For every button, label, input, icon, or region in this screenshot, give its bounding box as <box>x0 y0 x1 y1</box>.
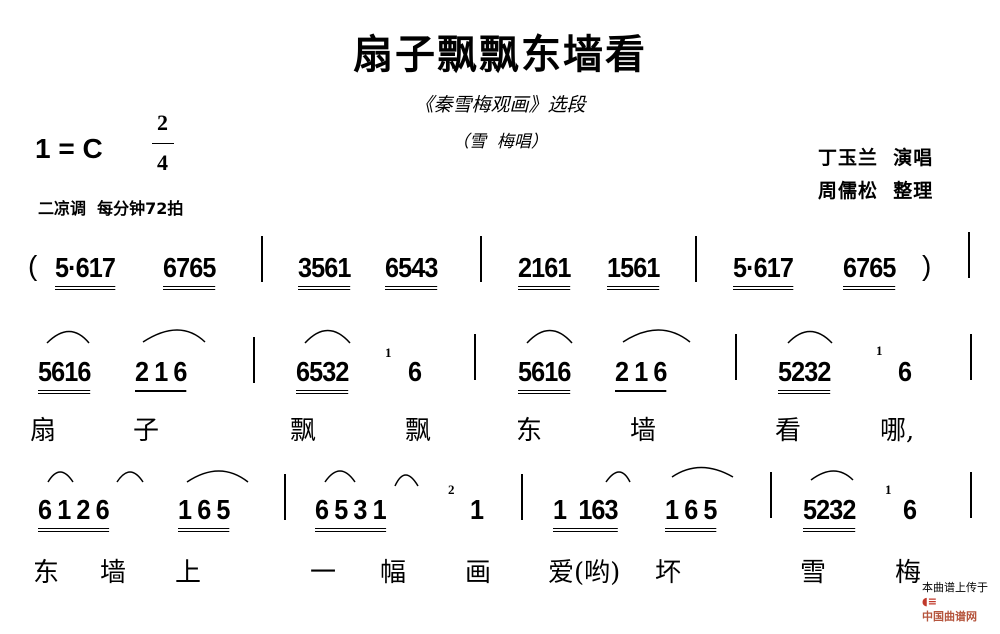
note-group: 5·617 <box>733 252 794 290</box>
barline <box>695 236 697 282</box>
brand-logo-icon: ◖≡ <box>922 595 938 608</box>
lyric: 幅 <box>380 558 407 588</box>
key-signature: 1 = C <box>35 133 103 164</box>
lyric: 子 <box>133 416 160 446</box>
brand-link[interactable]: 中国曲谱网 <box>922 610 977 623</box>
lyric: 扇 <box>30 416 57 446</box>
lyric: 看 <box>775 416 802 446</box>
slur <box>787 330 833 344</box>
note-group: 5232 <box>803 494 856 532</box>
note-group: 2 1 6 <box>615 356 667 392</box>
grace-note: 1 <box>385 345 392 360</box>
barline <box>735 334 737 380</box>
slur <box>46 330 90 344</box>
lyric: 东 <box>516 416 543 446</box>
lyric: 画 <box>465 558 492 588</box>
barline <box>970 472 972 518</box>
note-group: 1 6 5 <box>178 494 230 532</box>
lyric: 爱(哟) <box>548 558 621 588</box>
time-signature-bottom: 4 <box>157 150 168 175</box>
lyric: 一 <box>310 558 337 588</box>
time-signature-top: 2 <box>157 110 168 135</box>
slur <box>186 470 249 483</box>
singer-role: （雪 梅唱） <box>452 132 548 152</box>
note: 6 <box>903 494 917 525</box>
note-group: 6765 <box>163 252 216 290</box>
song-title: 扇子飘飘东墙看 <box>353 31 647 78</box>
note-group: 6 5 3 1 <box>315 494 387 532</box>
note-group: 5616 <box>38 356 91 394</box>
barline <box>968 232 970 278</box>
note-group: 2161 <box>518 252 571 290</box>
slur <box>605 471 631 483</box>
lyric: 墙 <box>630 416 657 446</box>
note-group: 6765 <box>843 252 896 290</box>
grace-note: 1 <box>885 482 892 497</box>
slur <box>116 471 144 483</box>
lyric: 墙 <box>100 558 127 588</box>
note: 6 <box>898 356 912 387</box>
barline <box>970 334 972 380</box>
barline <box>284 474 286 520</box>
note: 6 <box>408 356 422 387</box>
slur <box>142 329 206 343</box>
slur <box>671 466 734 478</box>
note-group: 1 163 <box>553 494 619 532</box>
barline <box>474 334 476 380</box>
time-signature-line <box>152 143 174 144</box>
barline <box>261 236 263 282</box>
arranger-credit: 周儒松 整理 <box>818 180 934 202</box>
note-group: 6 1 2 6 <box>38 494 110 532</box>
note-group: 6543 <box>385 252 438 290</box>
lyric: 飘 <box>405 416 432 446</box>
lyric: 东 <box>33 558 60 588</box>
subtitle: 《秦雪梅观画》选段 <box>414 94 586 116</box>
slur <box>622 329 691 343</box>
note-group: 1561 <box>607 252 660 290</box>
grace-note: 2 <box>448 482 455 497</box>
slur <box>304 329 351 344</box>
barline <box>253 337 255 383</box>
lyric: 上 <box>175 558 202 588</box>
close-paren: ) <box>922 250 932 281</box>
upload-footer: 本曲谱上传于 ◖≡ 中国曲谱网 <box>915 566 988 624</box>
barline <box>770 472 772 518</box>
lyric: 雪 <box>800 558 827 588</box>
lyric: 梅 <box>895 558 922 588</box>
tempo-marking: 二凉调 每分钟72拍 <box>38 199 184 218</box>
footer-text: 本曲谱上传于 <box>922 581 988 594</box>
note-group: 6532 <box>296 356 349 394</box>
note-group: 2 1 6 <box>135 356 187 392</box>
open-paren: ( <box>28 250 38 281</box>
lyric: 哪, <box>880 416 915 446</box>
note-group: 3561 <box>298 252 351 290</box>
note: 1 <box>470 494 484 525</box>
slur <box>394 474 419 487</box>
note-group: 5·617 <box>55 252 116 290</box>
note-group: 1 6 5 <box>665 494 717 532</box>
grace-note: 1 <box>876 343 883 358</box>
slur <box>810 470 854 481</box>
slur <box>47 471 74 483</box>
slur <box>526 329 573 344</box>
note-group: 5232 <box>778 356 831 394</box>
slur <box>324 470 356 483</box>
lyric: 飘 <box>290 416 317 446</box>
note-group: 5616 <box>518 356 571 394</box>
performer-credit: 丁玉兰 演唱 <box>818 147 934 169</box>
barline <box>521 474 523 520</box>
lyric: 坏 <box>655 558 682 588</box>
barline <box>480 236 482 282</box>
